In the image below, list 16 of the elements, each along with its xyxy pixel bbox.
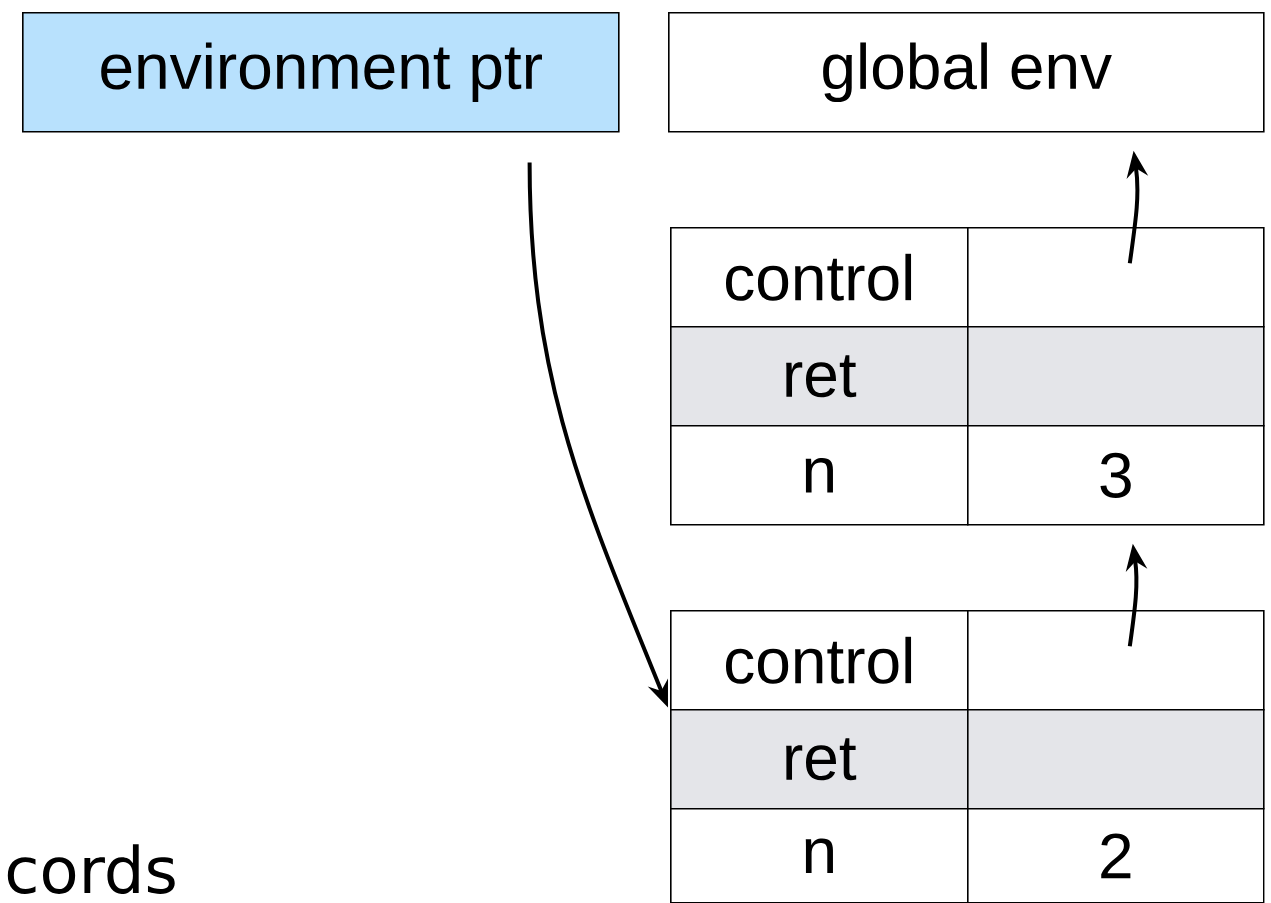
table-cell: ret <box>670 326 969 427</box>
table-cell <box>967 227 1265 328</box>
table-cell: control <box>670 610 969 711</box>
table-cell <box>967 709 1265 810</box>
table-cell: 3 <box>967 425 1265 526</box>
table-cell: 2 <box>967 808 1265 903</box>
heading-text: cords <box>7 844 175 894</box>
environment-box: global env <box>668 12 1265 133</box>
table-cell <box>967 610 1265 711</box>
node-label: n <box>805 838 833 874</box>
table-cell: n <box>670 808 969 903</box>
table-cell <box>967 326 1265 427</box>
table-cell: n <box>670 425 969 526</box>
pointer-box: environment ptr <box>22 12 620 133</box>
table-cell: control <box>670 227 969 328</box>
table-cell: ret <box>670 709 969 810</box>
